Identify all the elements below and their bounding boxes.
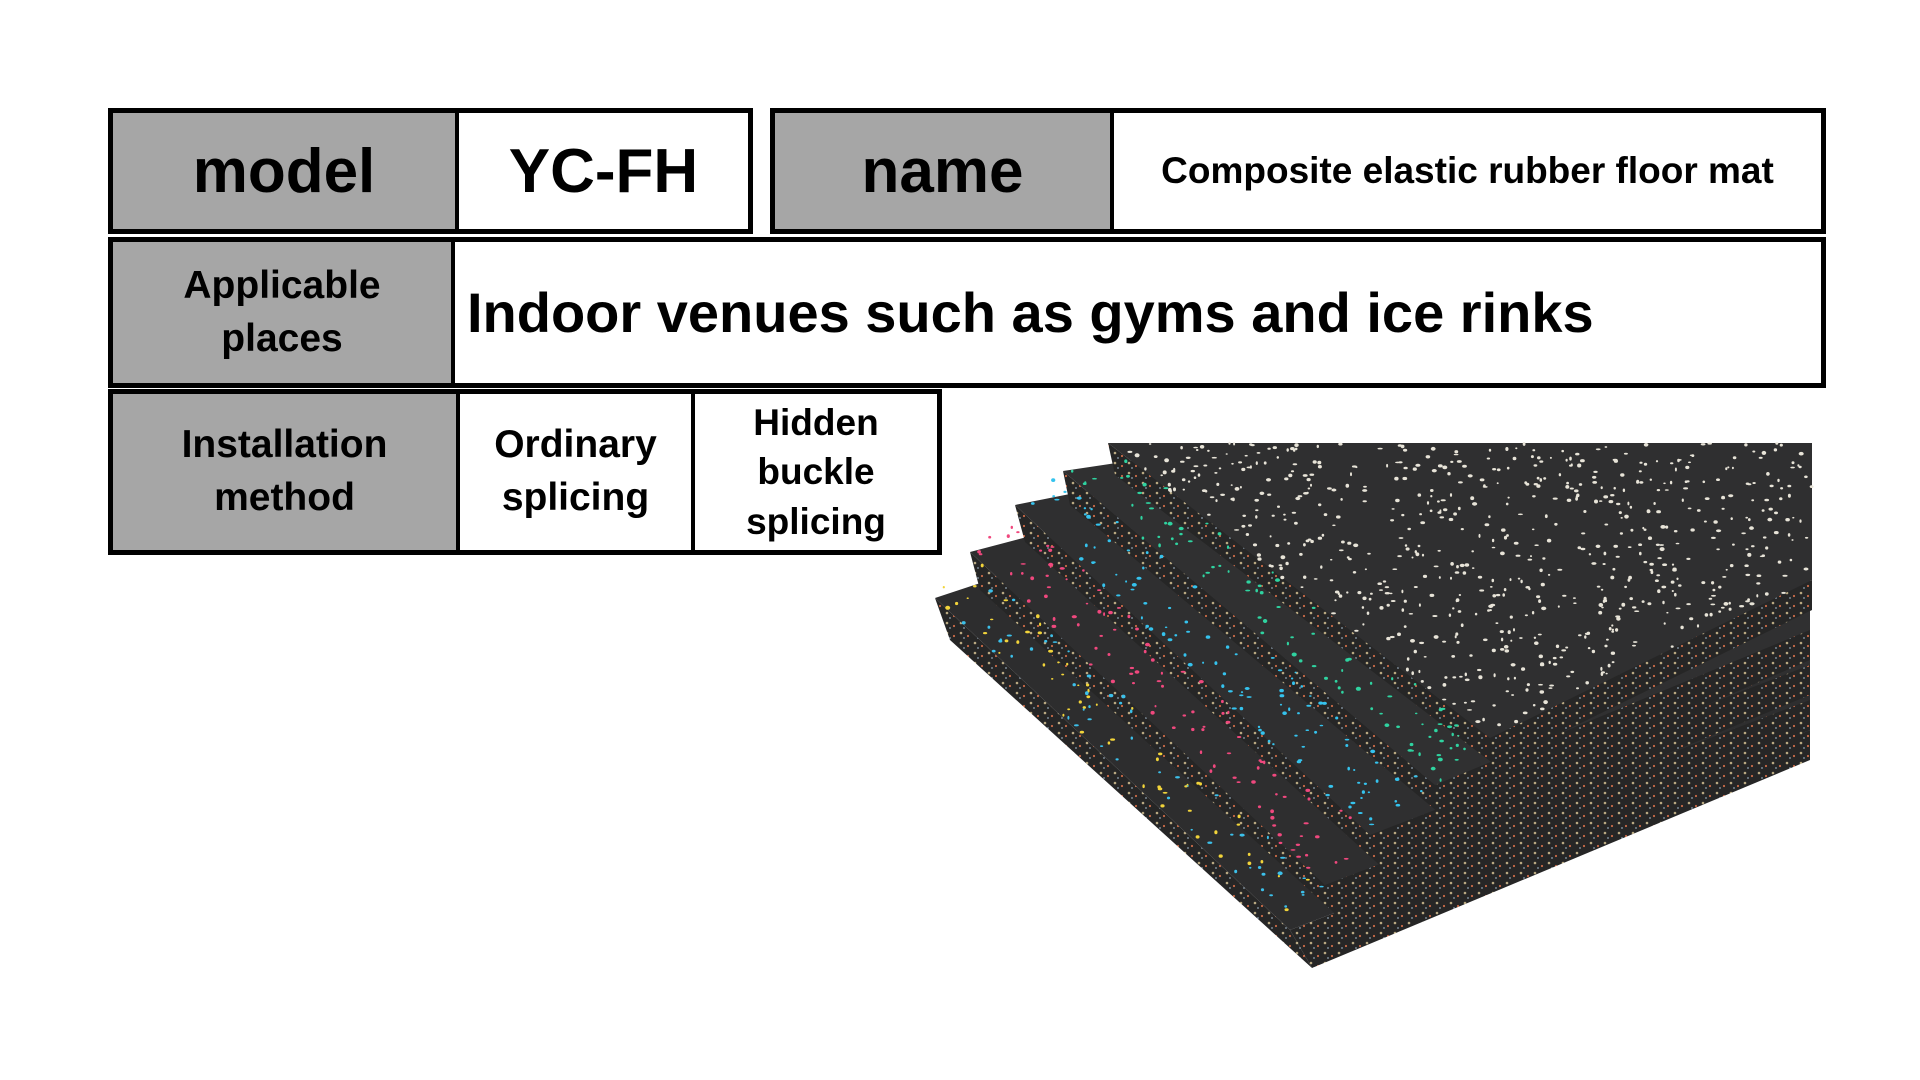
option-line: Hidden [753,402,879,444]
option-line: Ordinary [494,423,657,467]
name-value: Composite elastic rubber floor mat [1110,113,1821,229]
name-label: name [775,113,1110,229]
ordinary-splicing-option: Ordinary splicing [456,394,691,550]
model-table: model YC-FH [108,108,753,234]
rubber-mat-stack-image [935,441,1814,968]
applicable-places-table: Applicable places Indoor venues such as … [108,237,1826,388]
mat-sheet-white [1108,443,1812,765]
label-line: method [214,476,355,519]
option-line: splicing [746,500,886,542]
model-value: YC-FH [455,113,748,229]
installation-method-label: Installation method [113,394,456,550]
label-line: places [221,316,343,360]
label-line: Applicable [183,263,381,307]
option-line: splicing [501,476,650,519]
name-table: name Composite elastic rubber floor mat [770,108,1826,234]
hidden-buckle-splicing-option: Hidden buckle splicing [691,394,937,550]
mat-speckles [942,441,1814,912]
applicable-places-label: Applicable places [113,242,451,383]
option-line: buckle [757,451,875,493]
applicable-places-value: Indoor venues such as gyms and ice rinks [451,242,1821,383]
installation-method-table: Installation method Ordinary splicing Hi… [108,389,942,555]
model-label: model [113,113,455,229]
label-line: Installation [181,423,388,467]
